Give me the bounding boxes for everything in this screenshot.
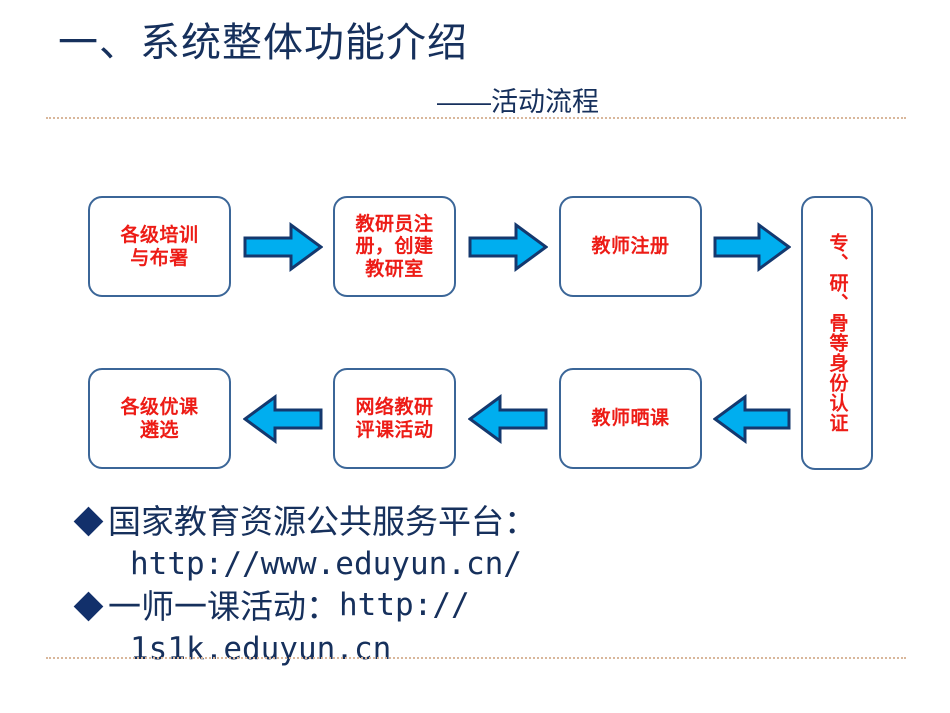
flow-box-training[interactable]: 各级培训 与布署 bbox=[88, 196, 231, 297]
flow-box-label: 教师注册 bbox=[591, 235, 670, 258]
arrow-left-icon bbox=[468, 394, 548, 444]
diamond-bullet-icon bbox=[73, 592, 104, 622]
flow-box-label: 教师晒课 bbox=[591, 407, 670, 430]
flow-box-online-research-activity[interactable]: 网络教研 评课活动 bbox=[333, 368, 456, 469]
platform-label: 国家教育资源公共服务平台： bbox=[108, 503, 537, 540]
page-title: 一、系统整体功能介绍 bbox=[58, 21, 468, 65]
arrow-left-icon bbox=[713, 394, 791, 444]
link-list: 国家教育资源公共服务平台： http://www.eduyun.cn/ 一师一课… bbox=[73, 500, 938, 671]
flow-box-teacher-registration[interactable]: 教师注册 bbox=[559, 196, 702, 297]
activity-url-part2[interactable]: 1s1k.eduyun.cn bbox=[130, 630, 392, 667]
platform-url[interactable]: http://www.eduyun.cn/ bbox=[130, 545, 522, 582]
activity-url-part1[interactable]: http:// bbox=[339, 587, 470, 624]
arrow-left-icon bbox=[243, 394, 323, 444]
activity-label: 一师一课活动： bbox=[108, 588, 339, 626]
flow-box-identity-verification[interactable]: 专、研、骨等身份认证 bbox=[801, 196, 873, 470]
arrow-right-icon bbox=[713, 222, 791, 272]
page-subtitle: ——活动流程 bbox=[437, 87, 599, 117]
flow-box-label: 网络教研 评课活动 bbox=[355, 396, 434, 441]
flow-box-label: 各级培训 与布署 bbox=[120, 224, 199, 269]
flow-box-teacher-share-course[interactable]: 教师晒课 bbox=[559, 368, 702, 469]
diamond-bullet-icon bbox=[73, 506, 104, 537]
divider-top bbox=[46, 117, 906, 119]
flow-box-label: 专、研、骨等身份认证 bbox=[826, 233, 849, 433]
flow-box-researcher-registration[interactable]: 教研员注 册，创建 教研室 bbox=[333, 196, 456, 297]
arrow-right-icon bbox=[243, 222, 323, 272]
flow-box-excellent-course-selection[interactable]: 各级优课 遴选 bbox=[88, 368, 231, 469]
flow-box-label: 教研员注 册，创建 教研室 bbox=[355, 212, 434, 280]
divider-bottom bbox=[46, 657, 906, 659]
arrow-right-icon bbox=[468, 222, 548, 272]
flow-box-label: 各级优课 遴选 bbox=[120, 396, 199, 441]
list-item: 国家教育资源公共服务平台： bbox=[73, 500, 938, 544]
list-item: 一师一课活动： http:// bbox=[73, 585, 938, 629]
